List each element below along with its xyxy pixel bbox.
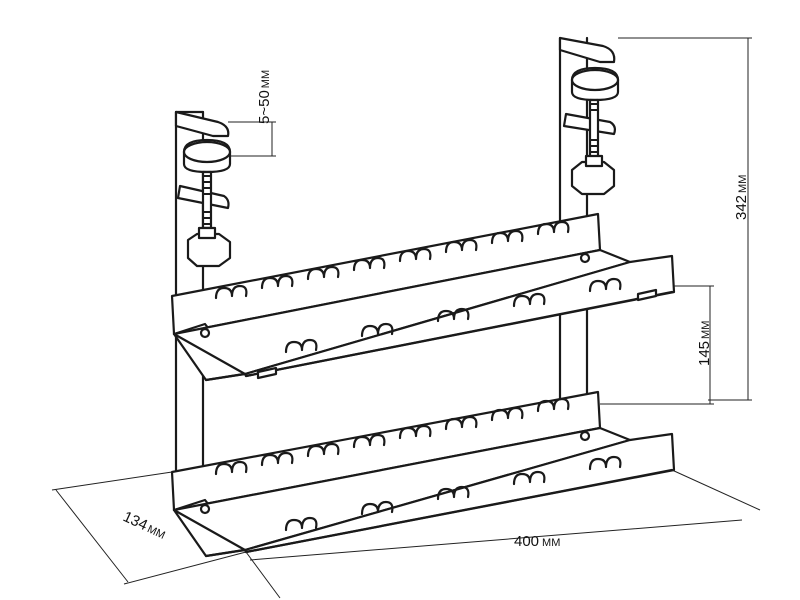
lower-tray-slots-front bbox=[284, 455, 622, 532]
upper-tray bbox=[170, 212, 676, 382]
right-clamp bbox=[558, 36, 620, 196]
dim-total-height bbox=[618, 37, 752, 401]
upper-tray-slots-back bbox=[214, 220, 570, 300]
dim-width bbox=[245, 469, 761, 599]
dim-clamp-range-label: 5~50MM bbox=[256, 70, 273, 124]
dim-depth bbox=[51, 471, 247, 585]
dim-tier-spacing-label: 145MM bbox=[696, 321, 713, 366]
lower-tray-slots-back bbox=[214, 397, 570, 476]
dim-tier-spacing bbox=[600, 285, 714, 405]
dim-total-height-label: 342MM bbox=[733, 175, 750, 220]
upper-tray-slots-front bbox=[284, 277, 622, 354]
dim-clamp-range bbox=[228, 121, 276, 157]
left-clamp bbox=[174, 110, 232, 268]
lower-tray bbox=[170, 390, 676, 558]
dim-depth-label: 134MM bbox=[120, 508, 168, 543]
